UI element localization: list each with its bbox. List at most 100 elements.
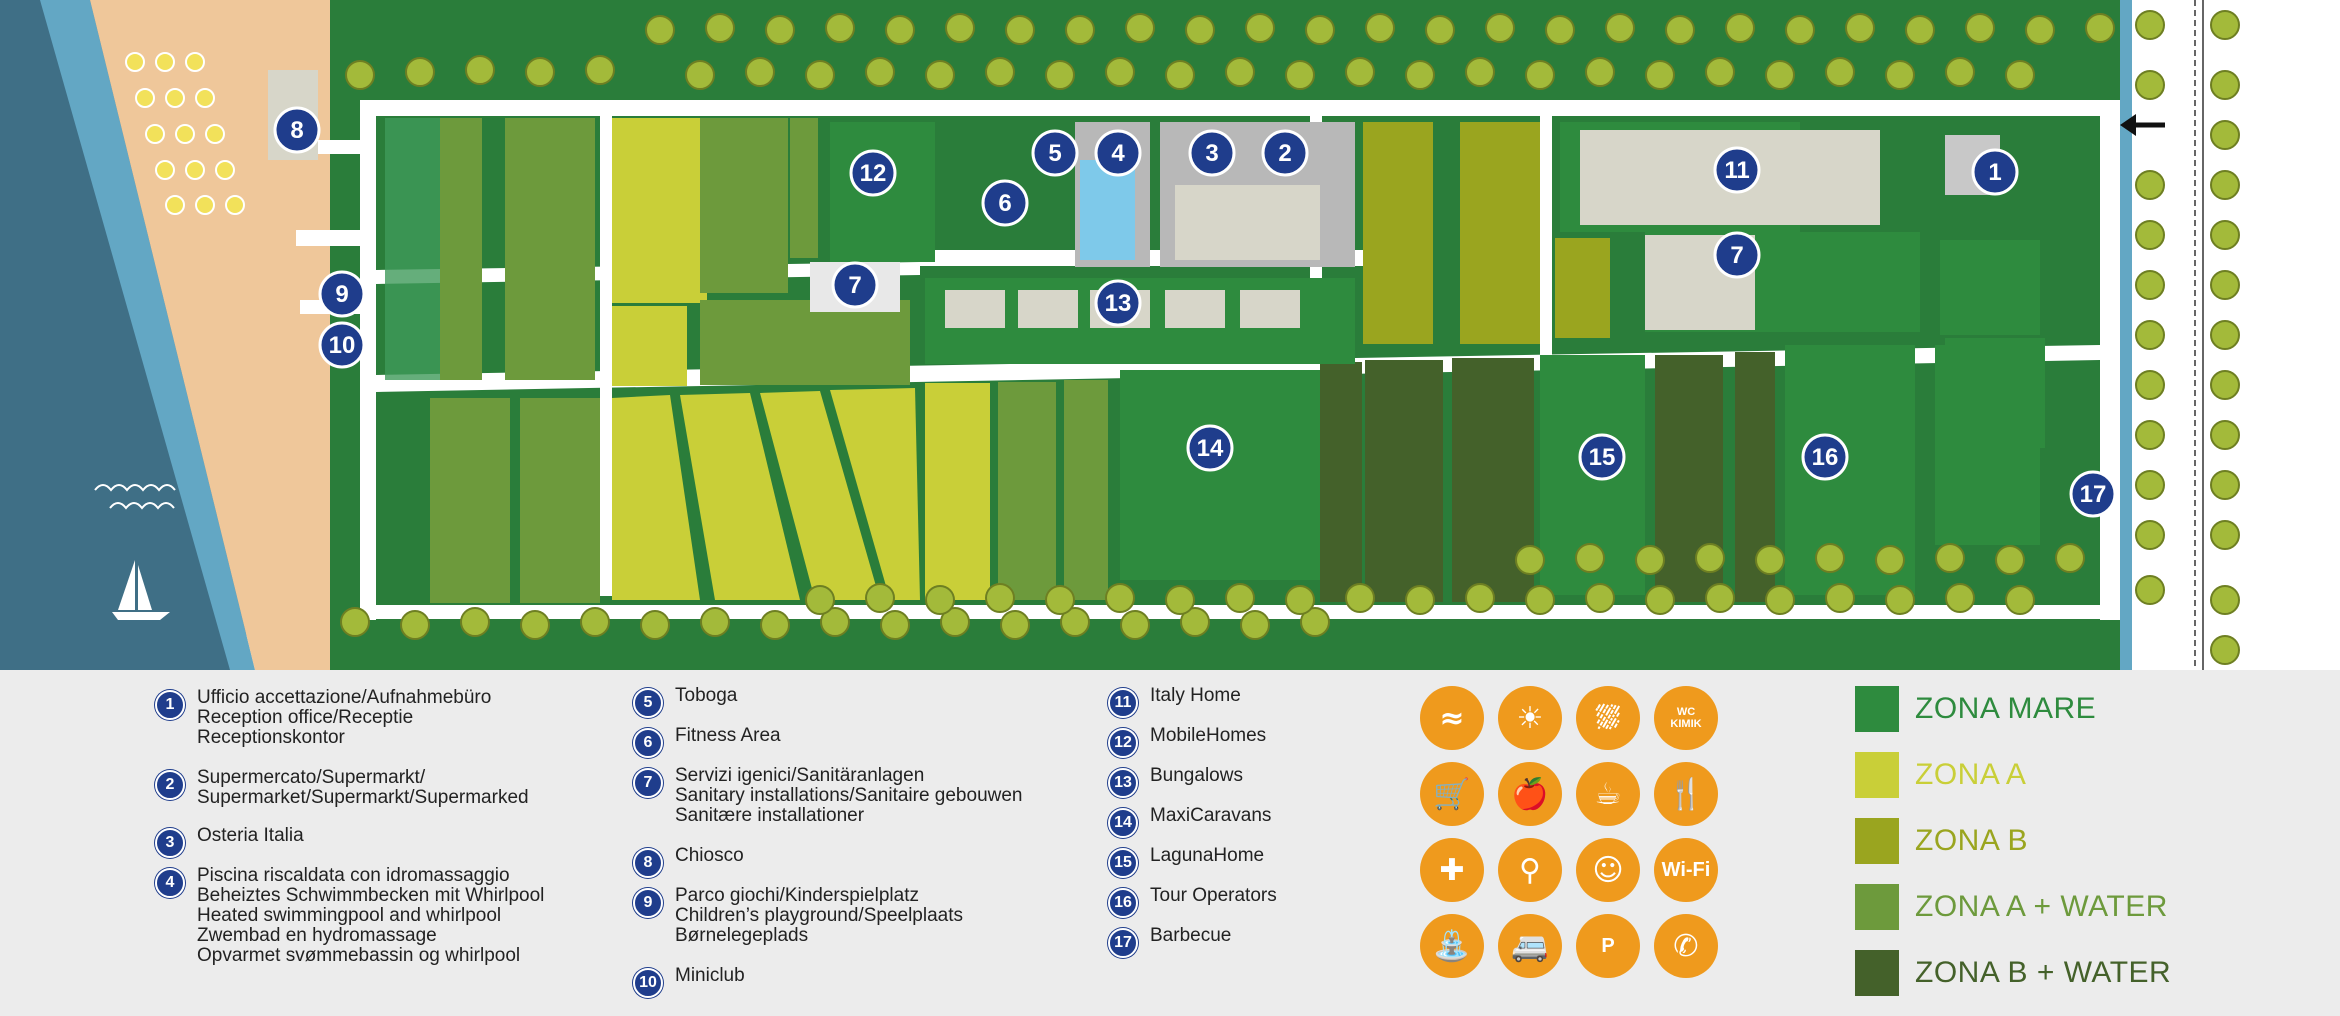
kids-club-icon: ☺: [1576, 838, 1640, 902]
water-tap-icon: ⛲: [1420, 914, 1484, 978]
marker-15: 15: [1578, 433, 1626, 481]
marker-8: 8: [273, 106, 321, 154]
legend-item-text: Toboga: [675, 685, 738, 706]
marker-12: 12: [849, 149, 897, 197]
legend-item-11: 11 Italy Home: [1108, 686, 1241, 718]
zone-legend-item: ZONA A: [1855, 752, 2171, 798]
zone-label: ZONA MARE: [1915, 692, 2097, 725]
waves: [94, 484, 176, 510]
marker-2: 2: [1261, 129, 1309, 177]
zone-color-swatch: [1855, 818, 1899, 864]
marker-number: 11: [1724, 157, 1749, 184]
legend-item-text: Fitness Area: [675, 725, 781, 746]
legend-item-text: Supermercato/Supermarkt/Supermarket/Supe…: [197, 767, 529, 808]
wifi-icon: Wi-Fi: [1654, 838, 1718, 902]
marker-number: 17: [2080, 481, 2107, 508]
marker-number: 7: [848, 272, 861, 299]
legend-item-text: Barbecue: [1150, 925, 1232, 946]
marker-number: 10: [329, 332, 356, 359]
legend-item-13: 13 Bungalows: [1108, 766, 1243, 798]
legend-number-badge: 3: [155, 828, 185, 858]
legend-number-badge: 12: [1108, 728, 1138, 758]
zone-label: ZONA B + WATER: [1915, 956, 2172, 989]
marker-number: 6: [998, 190, 1011, 217]
beach-umbrellas: [125, 52, 245, 215]
sunbed-icon: ☀: [1498, 686, 1562, 750]
legend-number-badge: 15: [1108, 848, 1138, 878]
legend-item-2: 2 Supermercato/Supermarkt/Supermarket/Sup…: [155, 768, 529, 808]
canal: [2120, 0, 2132, 670]
zone-label: ZONA A: [1915, 758, 2027, 791]
legend-number-badge: 16: [1108, 888, 1138, 918]
marker-number: 16: [1812, 444, 1839, 471]
marker-6: 6: [981, 179, 1029, 227]
parking-icon: P: [1576, 914, 1640, 978]
fruit-icon: 🍎: [1498, 762, 1562, 826]
tree-line-bottom: [340, 543, 2085, 640]
marker-number: 12: [860, 160, 887, 187]
playground-icon: ⚲: [1498, 838, 1562, 902]
legend-number-badge: 13: [1108, 768, 1138, 798]
legend-number-badge: 7: [633, 768, 663, 798]
legend-number-badge: 9: [633, 888, 663, 918]
legend-number-badge: 11: [1108, 688, 1138, 718]
legend-item-text: Italy Home: [1150, 685, 1241, 706]
zone-color-swatch: [1855, 950, 1899, 996]
zone-label: ZONA B: [1915, 824, 2029, 857]
marker-number: 7: [1730, 242, 1743, 269]
legend-number-badge: 8: [633, 848, 663, 878]
marker-3: 3: [1188, 129, 1236, 177]
zone-legend-item: ZONA B: [1855, 818, 2171, 864]
marker-9: 9: [318, 270, 366, 318]
restaurant-icon: 🍴: [1654, 762, 1718, 826]
coffee-icon: ☕: [1576, 762, 1640, 826]
marker-number: 8: [290, 117, 303, 144]
legend-number-badge: 2: [155, 770, 185, 800]
zone-label: ZONA A + WATER: [1915, 890, 2168, 923]
marker-number: 1: [1988, 159, 2001, 186]
marker-number: 9: [335, 281, 348, 308]
legend-item-12: 12 MobileHomes: [1108, 726, 1266, 758]
legend-number-badge: 1: [155, 690, 185, 720]
marker-number: 3: [1205, 140, 1218, 167]
entrance-arrow-icon: [2120, 114, 2165, 136]
marker-7: 7: [1713, 231, 1761, 279]
marker-5: 5: [1031, 129, 1079, 177]
legend-number-badge: 6: [633, 728, 663, 758]
legend-item-text: Bungalows: [1150, 765, 1243, 786]
marker-16: 16: [1801, 433, 1849, 481]
tree-line: [345, 13, 2115, 90]
camper-icon: 🚐: [1498, 914, 1562, 978]
legend-item-text: MaxiCaravans: [1150, 805, 1272, 826]
legend-item-text: MobileHomes: [1150, 725, 1267, 746]
zone-color-swatch: [1855, 884, 1899, 930]
marker-number: 4: [1111, 140, 1125, 167]
marker-17: 17: [2069, 470, 2117, 518]
zone-color-swatch: [1855, 686, 1899, 732]
marker-number: 13: [1105, 290, 1132, 317]
beach: [90, 0, 330, 670]
marker-4: 4: [1094, 129, 1142, 177]
marker-1: 1: [1971, 148, 2019, 196]
marker-11: 11: [1713, 146, 1761, 194]
plots: [385, 118, 2045, 603]
zone-legend: ZONA MARE ZONA A ZONA B ZONA A + WATER ZONA …: [1855, 686, 2171, 1016]
marker-10: 10: [318, 321, 366, 369]
zone-legend-item: ZONA B + WATER: [1855, 950, 2171, 996]
zone-legend-item: ZONA A + WATER: [1855, 884, 2171, 930]
